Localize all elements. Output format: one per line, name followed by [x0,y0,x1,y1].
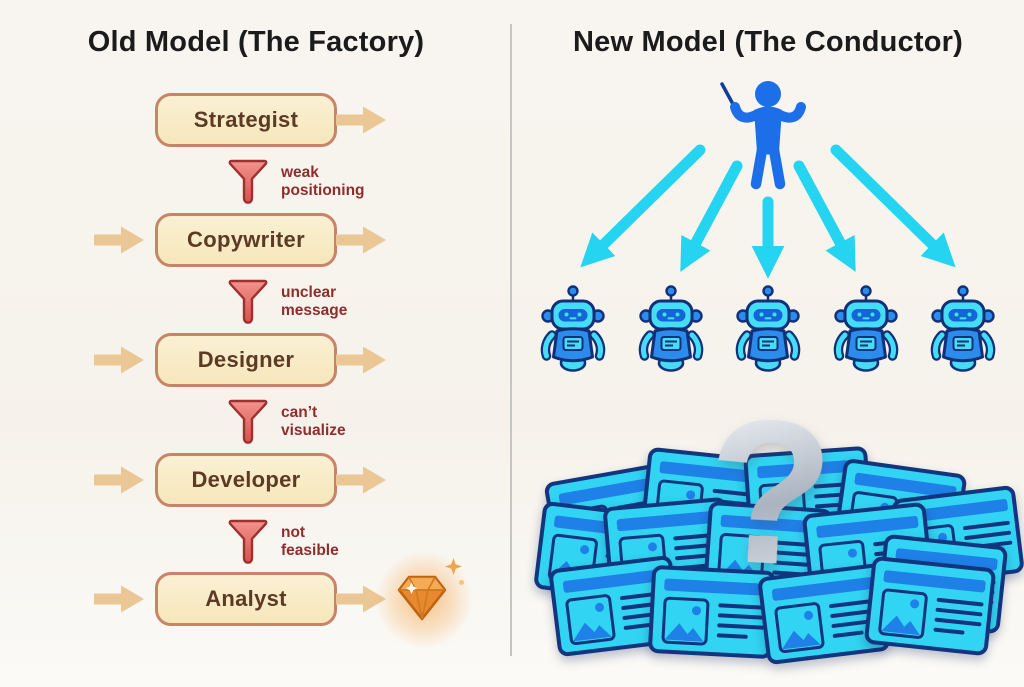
card-text-line [934,617,982,627]
stage-label: Designer [197,347,295,372]
delegation-arrows-icon [580,144,956,279]
sun-icon [579,544,590,555]
sparkle-dot-icon [459,580,464,585]
bottleneck-label: unclear message [281,283,348,319]
stage-box-analyst: Analyst [155,572,337,626]
stage-label: Strategist [193,107,299,132]
mountain-icon [797,631,821,648]
gem-icon [397,575,447,621]
card-text-line [935,607,983,617]
card-image-thumb [564,593,617,646]
card-text-line [964,530,1012,541]
bottleneck-label: weak positioning [281,163,365,199]
final-output [356,532,492,668]
card-text-line [717,623,765,630]
sun-icon [803,610,814,621]
card-header-bar [562,568,666,594]
content-card-icon [647,564,777,660]
bottleneck-not-feasible: not feasible [228,518,339,565]
sun-icon [691,605,702,616]
sun-icon [909,598,920,609]
baton-icon [720,82,736,108]
bottleneck-unclear-message: unclear message [228,278,347,325]
card-text-line [716,633,748,639]
conductor-icon [720,81,806,190]
card-header-bar [771,576,875,602]
new-model-title: New Model (The Conductor) [572,26,964,58]
mountain-icon [588,623,612,640]
bottleneck-label: not feasible [281,523,339,559]
bottleneck-label: can’t visualize [281,403,346,439]
sun-icon [647,541,658,552]
stage-box-copywriter: Copywriter [155,213,337,267]
card-image-thumb [661,596,710,646]
stage-box-strategist: Strategist [155,93,337,147]
card-text-line [962,520,1010,531]
card-text-line [832,630,864,639]
mountain-icon [898,619,922,636]
card-text-line [717,613,765,620]
mountain-icon [681,627,705,642]
card-text-line [936,597,984,607]
stage-box-developer: Developer [155,453,337,507]
stage-box-designer: Designer [155,333,337,387]
sparkle-icon [445,558,462,575]
card-header-bar [664,578,767,596]
card-image-thumb [877,587,929,640]
card-text-line [933,627,965,635]
stage-label: Analyst [205,586,287,611]
stage-label: Copywriter [187,227,305,252]
sun-icon [594,602,605,613]
old-model-title: Old Model (The Factory) [87,26,425,58]
card-text-line [718,603,766,610]
bottleneck-cant-visualize: can’t visualize [228,398,346,445]
bottleneck-weak-positioning: weak positioning [228,158,365,205]
card-image-thumb [773,601,826,654]
panel-divider [510,24,512,656]
stage-label: Developer [191,467,301,492]
content-card-icon [863,555,997,657]
